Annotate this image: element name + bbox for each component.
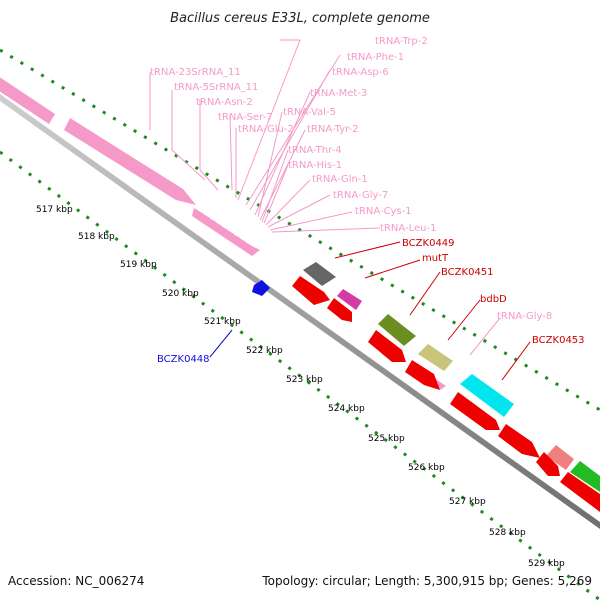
rna-label[interactable]: tRNA-23SrRNA_11	[150, 67, 241, 78]
tick-label: 526 kbp	[408, 463, 445, 473]
rna-label[interactable]: tRNA-Asn-2	[196, 97, 253, 108]
feature-olive[interactable]	[378, 314, 416, 346]
feature-cyan[interactable]	[460, 374, 514, 417]
feature-khaki[interactable]	[418, 344, 453, 371]
rna-leader-lines	[149, 39, 501, 356]
tick-label: 525 kbp	[368, 434, 405, 444]
tick-label: 523 kbp	[286, 375, 323, 385]
rna-label[interactable]: tRNA-Phe-1	[347, 52, 404, 63]
rna-label[interactable]: tRNA-Asp-6	[332, 67, 389, 78]
tick-label: 517 kbp	[36, 205, 73, 215]
tick-label: 519 kbp	[120, 260, 157, 270]
rna-label[interactable]: tRNA-Leu-1	[380, 223, 436, 234]
rna-label[interactable]: tRNA-Met-3	[310, 88, 367, 99]
inner-dotted-track	[0, 150, 600, 600]
rna-label[interactable]: tRNA-Gln-1	[312, 174, 368, 185]
feature-labels: tRNA-Trp-2 tRNA-Phe-1 tRNA-Asp-6 tRNA-23SrR…	[150, 36, 585, 365]
rna-label[interactable]: tRNA-Glu-2	[238, 124, 294, 135]
rna-label[interactable]: tRNA-Gly-7	[333, 190, 388, 201]
coordinate-ticks: 517 kbp 518 kbp 519 kbp 520 kbp 521 kbp 522 k…	[36, 205, 565, 569]
tick-label: 527 kbp	[449, 497, 486, 507]
rna-label[interactable]: tRNA-Gly-8	[497, 311, 552, 322]
feature-gray[interactable]	[303, 262, 336, 286]
genome-summary: Topology: circular; Length: 5,300,915 bp…	[261, 574, 592, 588]
trna-cluster	[192, 208, 446, 390]
tick-label: 518 kbp	[78, 232, 115, 242]
rna-label[interactable]: tRNA-Val-5	[283, 107, 336, 118]
tick-label: 520 kbp	[162, 289, 199, 299]
rna-label[interactable]: tRNA-Cys-1	[355, 206, 412, 217]
cds-features	[292, 276, 600, 512]
accession-label: Accession: NC_006274	[8, 574, 144, 588]
rna-label[interactable]: tRNA-Trp-2	[375, 36, 428, 47]
cds-label[interactable]: bdbD	[480, 294, 507, 305]
rrna-feature	[0, 77, 55, 124]
rna-label[interactable]: tRNA-His-1	[288, 160, 342, 171]
reverse-cds-label[interactable]: BCZK0448	[157, 354, 210, 365]
rrna-feature	[64, 118, 196, 205]
tick-label: 521 kbp	[204, 317, 241, 327]
cds-leader-lines	[334, 241, 531, 381]
tick-label: 529 kbp	[528, 559, 565, 569]
rna-label[interactable]: tRNA-Tyr-2	[307, 124, 359, 135]
feature-salmon[interactable]	[546, 445, 574, 470]
map-title: Bacillus cereus E33L, complete genome	[170, 11, 430, 26]
tick-label: 522 kbp	[246, 346, 283, 356]
feature-green[interactable]	[570, 461, 600, 492]
rna-label[interactable]: tRNA-Thr-4	[288, 145, 342, 156]
tick-label: 528 kbp	[489, 528, 526, 538]
genome-backbone	[0, 94, 600, 529]
cds-label[interactable]: BCZK0449	[402, 238, 455, 249]
feature-magenta[interactable]	[337, 289, 362, 310]
reverse-leader-line	[209, 329, 233, 358]
rna-label[interactable]: tRNA-5SrRNA_11	[174, 82, 258, 93]
cds-label[interactable]: BCZK0453	[532, 335, 585, 346]
cds-label[interactable]: mutT	[422, 253, 449, 264]
tick-label: 524 kbp	[328, 404, 365, 414]
outer-dotted-track	[0, 48, 600, 412]
rna-label[interactable]: tRNA-Ser-7	[218, 112, 273, 123]
cds-label[interactable]: BCZK0451	[441, 267, 494, 278]
cds-bczk0448[interactable]	[252, 280, 270, 296]
